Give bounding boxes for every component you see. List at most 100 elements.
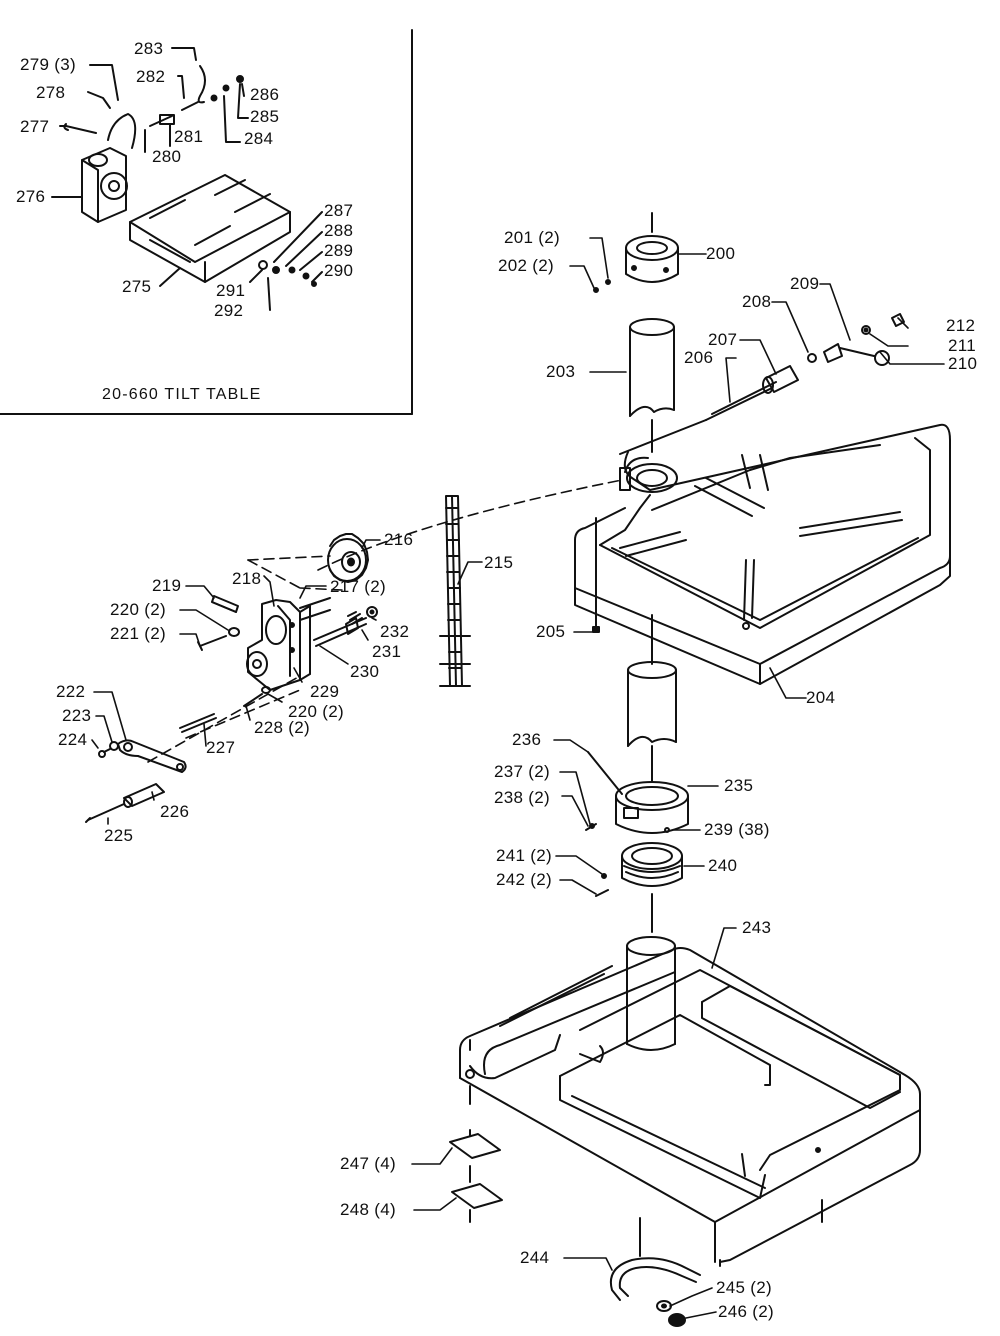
part-label-238: 238 (2) (494, 788, 550, 807)
part-label-289: 289 (324, 241, 354, 260)
part-label-246: 246 (2) (718, 1302, 774, 1321)
part-label-240: 240 (708, 856, 738, 875)
part-label-211: 211 (948, 336, 977, 355)
inset-hardware-parts (63, 65, 317, 287)
part-label-208: 208 (742, 292, 772, 311)
pin-219 (211, 595, 239, 613)
part-label-283: 283 (134, 39, 164, 58)
part-label-239: 239 (38) (704, 820, 770, 839)
part-label-217: 217 (2) (330, 577, 386, 596)
part-label-205: 205 (536, 622, 566, 641)
part-label-237: 237 (2) (494, 762, 550, 781)
part-label-216: 216 (384, 530, 414, 549)
column-segment-lower (627, 614, 677, 783)
part-label-210: 210 (948, 354, 978, 373)
part-label-279: 279 (3) (20, 55, 76, 74)
part-label-275: 275 (122, 277, 152, 296)
part-label-280: 280 (152, 147, 182, 166)
part-label-207: 207 (708, 330, 738, 349)
part-label-292: 292 (214, 301, 244, 320)
part-label-281: 281 (174, 127, 204, 146)
part-label-220b: 220 (2) (288, 702, 344, 721)
part-label-219: 219 (152, 576, 182, 595)
set-screw-201-202 (593, 279, 611, 293)
base-column-stub (626, 936, 676, 1051)
part-label-226: 226 (160, 802, 190, 821)
base-243 (459, 947, 921, 1267)
washer-245 (656, 1300, 672, 1312)
inset-border (0, 29, 413, 415)
part-label-229: 229 (310, 682, 340, 701)
part-label-222: 222 (56, 682, 86, 701)
part-label-232: 232 (380, 622, 410, 641)
part-label-277: 277 (20, 117, 50, 136)
part-label-227: 227 (206, 738, 236, 757)
part-label-220a: 220 (2) (110, 600, 166, 619)
part-label-285: 285 (250, 107, 280, 126)
part-label-236: 236 (512, 730, 542, 749)
part-label-288: 288 (324, 221, 354, 240)
part-label-247: 247 (4) (340, 1154, 396, 1173)
part-label-242: 242 (2) (496, 870, 552, 889)
part-label-225: 225 (104, 826, 134, 845)
part-label-276: 276 (16, 187, 46, 206)
foot-pad-248 (451, 1165, 503, 1223)
part-label-290: 290 (324, 261, 354, 280)
inset-leader-lines (51, 47, 323, 311)
washer-223 (109, 741, 119, 751)
part-label-235: 235 (724, 776, 754, 795)
gear-bracket-218 (246, 599, 311, 691)
part-label-282: 282 (136, 67, 166, 86)
part-label-202: 202 (2) (498, 256, 554, 275)
part-label-212: 212 (946, 316, 976, 335)
part-label-241: 241 (2) (496, 846, 552, 865)
part-label-284: 284 (244, 129, 274, 148)
screw-217 (299, 597, 331, 621)
column-cap-200 (625, 212, 679, 283)
part-label-201: 201 (2) (504, 228, 560, 247)
leader-lines (91, 237, 945, 1319)
nut-246 (668, 1313, 686, 1327)
crank-handle-222 (117, 739, 187, 773)
part-label-200: 200 (706, 244, 736, 263)
part-label-228: 228 (2) (254, 718, 310, 737)
part-label-287: 287 (324, 201, 354, 220)
bearing-ring-240 (595, 842, 683, 933)
part-label-203: 203 (546, 362, 576, 381)
screw-205 (592, 517, 600, 633)
rack-collar-235 (587, 751, 689, 834)
part-label-231: 231 (372, 642, 402, 661)
foot-pad-247 (449, 1129, 501, 1159)
part-label-223: 223 (62, 706, 92, 725)
work-table-204 (574, 423, 951, 685)
knob-226 (123, 783, 165, 808)
part-label-215: 215 (484, 553, 514, 572)
screw-224 (98, 748, 111, 758)
tilt-table-275 (129, 174, 291, 283)
trunnion-276 (81, 147, 128, 223)
part-label-204: 204 (806, 688, 836, 707)
screw-221 (197, 635, 227, 651)
part-label-224: 224 (58, 730, 88, 749)
part-label-230: 230 (350, 662, 380, 681)
part-label-206: 206 (684, 348, 714, 367)
dashed-assembly-lines (147, 479, 623, 763)
part-label-221: 221 (2) (110, 624, 166, 643)
screw-228 (243, 686, 271, 707)
part-label-243: 243 (742, 918, 772, 937)
rack-215 (439, 495, 471, 687)
part-label-278: 278 (36, 83, 66, 102)
part-label-209: 209 (790, 274, 820, 293)
screw-237-238 (585, 823, 597, 831)
washer-220 (228, 627, 240, 637)
part-label-291: 291 (216, 281, 246, 300)
shaft-225 (85, 803, 125, 823)
column-tube-203 (629, 318, 675, 453)
part-label-245: 245 (2) (716, 1278, 772, 1297)
part-label-244: 244 (520, 1248, 550, 1267)
ball-239 (664, 827, 670, 833)
worm-shaft-230 (313, 606, 378, 647)
hold-down-clamp-244 (610, 1217, 701, 1301)
stud-227 (179, 713, 217, 733)
